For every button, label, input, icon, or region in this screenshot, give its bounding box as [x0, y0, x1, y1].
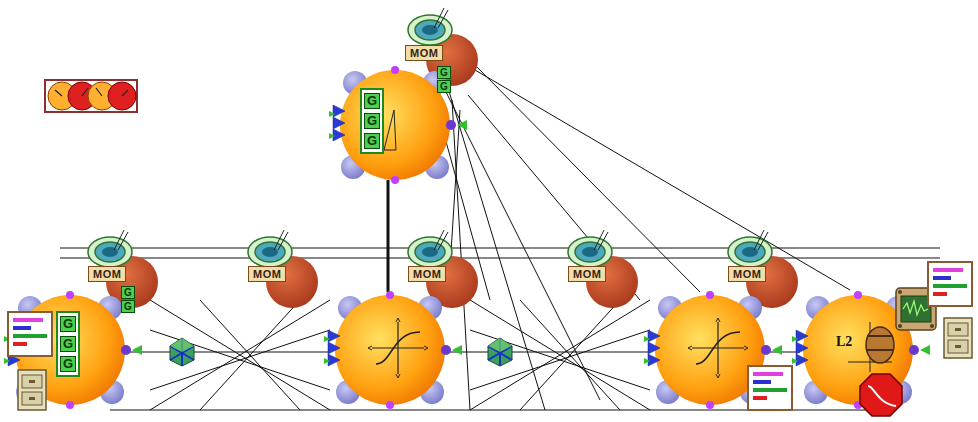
drawing-part	[930, 324, 934, 328]
network-symbol	[8, 312, 52, 356]
drawing-part	[60, 248, 940, 249]
node-label: MOM	[93, 268, 121, 280]
drawing-part	[470, 330, 650, 390]
node-label: MOM	[573, 268, 601, 280]
drawing-part	[150, 330, 330, 390]
drawing-part	[200, 300, 300, 410]
network-symbol	[329, 66, 467, 184]
drawing-part	[450, 352, 650, 353]
gauge-panel	[45, 80, 137, 112]
drawing-part	[384, 110, 396, 150]
network-symbol	[88, 230, 158, 308]
network-symbol	[488, 338, 512, 366]
drawing-part	[520, 300, 620, 410]
drawing-part	[866, 327, 894, 363]
gain-letter: G	[60, 316, 76, 332]
drawing-part	[150, 300, 330, 410]
network-symbol	[18, 370, 46, 410]
momentum-box: MOM	[405, 45, 443, 61]
drawing-part	[475, 70, 850, 290]
gain-letter: G	[437, 80, 451, 93]
network-symbol	[568, 230, 638, 308]
stop-sign	[860, 374, 902, 416]
network-symbol	[944, 318, 972, 358]
network-symbol	[248, 230, 318, 308]
network-symbol	[324, 291, 462, 409]
drawing-part	[470, 330, 650, 390]
drawing-part	[470, 300, 650, 410]
node-label: MOM	[413, 268, 441, 280]
network-symbol	[408, 230, 478, 308]
drawing-part	[200, 300, 300, 410]
drawing-part	[387, 180, 390, 292]
drawing-part	[520, 300, 620, 410]
node-label: MOM	[410, 47, 438, 59]
error-criterion	[848, 322, 894, 372]
drawing-part	[770, 352, 800, 353]
network-symbol	[368, 318, 428, 378]
drawing-part	[903, 301, 928, 315]
gain-letter: G	[60, 336, 76, 352]
drawing-part	[470, 300, 650, 410]
drawing-part	[860, 374, 902, 416]
network-symbol	[688, 318, 748, 378]
gain-letter: G	[364, 113, 380, 129]
gain-letter: G	[121, 300, 135, 313]
drawing-part	[55, 88, 128, 96]
gain-letter: G	[121, 286, 135, 299]
drawing-part	[868, 386, 896, 406]
drawing-part	[150, 300, 330, 410]
network-symbol	[748, 366, 792, 410]
gain-letter: G	[364, 93, 380, 109]
momentum-box: MOM	[248, 266, 286, 282]
drawing-part	[60, 258, 940, 259]
momentum-box: MOM	[728, 266, 766, 282]
gain-letter: G	[60, 356, 76, 372]
network-symbol	[928, 262, 972, 306]
drawing-part	[45, 80, 137, 112]
momentum-box: MOM	[568, 266, 606, 282]
momentum-box: MOM	[408, 266, 446, 282]
drawing-part	[452, 100, 470, 410]
drawing-part	[130, 352, 330, 353]
momentum-box: MOM	[88, 266, 126, 282]
network-symbol	[170, 338, 194, 366]
gain-letter: G	[364, 133, 380, 149]
gain-box: GGG	[56, 311, 80, 377]
criterion-label: L2	[836, 334, 852, 350]
drawing-part	[866, 336, 894, 350]
drawing-part	[898, 324, 902, 328]
drawing-part	[898, 290, 902, 294]
node-label: MOM	[253, 268, 281, 280]
gain-box: GGG	[360, 88, 384, 154]
drawing-part	[901, 296, 931, 322]
wires	[60, 60, 940, 410]
gain-letter: G	[437, 66, 451, 79]
network-symbol	[728, 230, 798, 308]
drawing-part	[150, 330, 330, 390]
node-label: MOM	[733, 268, 761, 280]
network-symbol	[4, 291, 142, 409]
